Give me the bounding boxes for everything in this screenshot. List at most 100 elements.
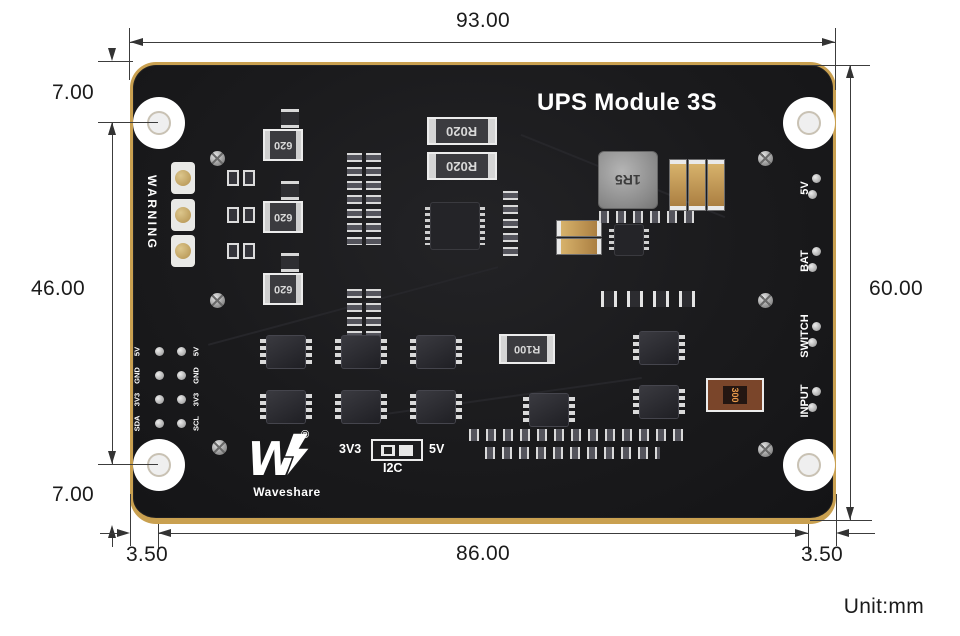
terminal-pad: [812, 174, 821, 183]
passive-component: [243, 207, 255, 223]
mosfet-chip: [633, 386, 685, 418]
pin-label-5v: 5V: [132, 346, 142, 357]
passive-row: [469, 429, 689, 441]
jumper-label-3v3: 3V3: [339, 442, 362, 456]
dimension-line: [158, 533, 808, 534]
passive-strip: [366, 153, 381, 245]
mosfet-chip: [335, 391, 387, 423]
passive-component: [243, 243, 255, 259]
arrowhead-down: [108, 451, 116, 464]
extension-line: [98, 122, 158, 123]
mosfet-chip: [523, 394, 575, 426]
pin-label-5v: 5V: [191, 346, 201, 357]
capacitor: [557, 239, 601, 254]
edge-label-bat: BAT: [799, 250, 811, 272]
terminal-pad: [812, 247, 821, 256]
dim-label-60: 60.00: [868, 277, 924, 300]
pin-pad: [155, 371, 164, 380]
passive-row: [601, 291, 705, 307]
extension-line: [836, 494, 837, 546]
pin-pad: [177, 419, 186, 428]
transistor: [281, 109, 299, 128]
main-ic: [425, 203, 485, 249]
arrowhead-down: [108, 48, 116, 61]
jumper-pad: [399, 444, 413, 456]
capacitor: [670, 160, 686, 210]
pin-pad: [155, 419, 164, 428]
mounting-hole-bottom-right: [783, 439, 835, 491]
arrowhead-right: [822, 38, 835, 46]
extension-line: [810, 520, 872, 521]
terminal-pad: [808, 190, 817, 199]
pin-label-3v3: 3V3: [132, 392, 142, 407]
capacitor: [557, 221, 601, 236]
edge-label-5v: 5V: [799, 181, 811, 195]
pin-label-sda: SDA: [132, 415, 142, 432]
transistor: [281, 181, 299, 200]
shunt-resistor: R020: [427, 117, 497, 145]
dim-label-7-top: 7.00: [51, 81, 95, 104]
arrowhead-up: [846, 65, 854, 78]
pin-label-gnd: GND: [132, 367, 142, 384]
pin-pad: [177, 371, 186, 380]
screw: [210, 293, 225, 308]
passive-component: [227, 243, 239, 259]
passive-strip: [347, 153, 362, 245]
terminal-pad: [808, 403, 817, 412]
screw: [210, 151, 225, 166]
pin-label-scl: SCL: [191, 416, 201, 431]
resistor-620: 620: [263, 129, 303, 161]
pin-pad: [155, 395, 164, 404]
screw: [758, 151, 773, 166]
dimension-line: [850, 65, 851, 520]
passive-row: [599, 211, 701, 223]
pin-pad: [155, 347, 164, 356]
passive-strip: [503, 191, 518, 259]
sense-resistor: R100: [499, 334, 555, 364]
arrowhead-right: [117, 529, 130, 537]
mosfet-chip: [260, 391, 312, 423]
dim-label-93: 93.00: [455, 9, 511, 32]
monitor-ic: [609, 225, 649, 255]
passive-component: [227, 207, 239, 223]
arrowhead-down: [846, 507, 854, 520]
mosfet-chip: [335, 336, 387, 368]
mounting-hole-top-right: [783, 97, 835, 149]
transistor: [281, 253, 299, 272]
screw: [758, 293, 773, 308]
extension-line: [130, 494, 131, 546]
extension-line: [800, 65, 870, 66]
shunt-resistor: R020: [427, 152, 497, 180]
extension-line: [835, 28, 836, 90]
registered-mark: ®: [301, 429, 310, 441]
dimension-line: [849, 533, 875, 534]
unit-note: Unit:mm: [843, 595, 924, 618]
arrowhead-right: [795, 529, 808, 537]
warning-led: [171, 199, 195, 231]
brand-name: Waveshare: [253, 485, 321, 499]
arrowhead-left: [836, 529, 849, 537]
mosfet-chip: [633, 332, 685, 364]
extension-line: [129, 28, 130, 80]
warning-label: WARNING: [145, 175, 159, 251]
dim-label-7-bottom: 7.00: [51, 483, 95, 506]
jumper-label-5v: 5V: [429, 442, 445, 456]
pin-pad: [177, 347, 186, 356]
passive-row: [485, 447, 660, 459]
passive-component: [243, 170, 255, 186]
dim-label-350-right: 3.50: [800, 543, 844, 566]
arrowhead-left: [130, 38, 143, 46]
arrowhead-up: [108, 525, 116, 538]
dimension-line: [112, 122, 113, 464]
terminal-pad: [808, 338, 817, 347]
mounting-hole-bottom-left: [133, 439, 185, 491]
terminal-pad: [812, 387, 821, 396]
arrowhead-left: [158, 529, 171, 537]
dimension-line: [100, 533, 117, 534]
mounting-hole-top-left: [133, 97, 185, 149]
fuse-300: 300: [706, 378, 764, 412]
edge-label-switch: SWITCH: [799, 314, 811, 358]
extension-line: [98, 464, 158, 465]
terminal-pad: [812, 322, 821, 331]
capacitor: [708, 160, 724, 210]
